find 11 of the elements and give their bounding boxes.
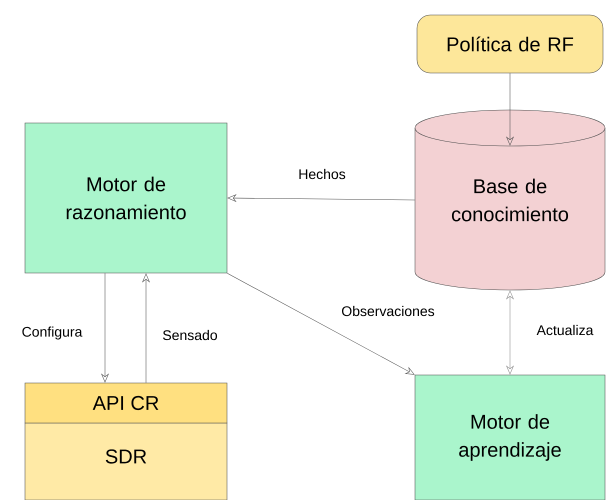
node-label: API CR [92,396,158,410]
edge-label: Configura [20,325,84,341]
process-box: Motor de aprendizaje [414,374,606,500]
edge-label: Sensado [161,328,219,342]
policy-box: Política de RF [416,14,604,74]
process-box: Motor de razonamiento [24,122,228,274]
edge-label: Observaciones [340,304,436,318]
database-cylinder: Base de conocimiento [414,110,606,290]
edge-label: Actualiza [535,324,595,336]
layered-box: API CR SDR [24,382,228,500]
edge-label: Hechos [296,168,348,180]
